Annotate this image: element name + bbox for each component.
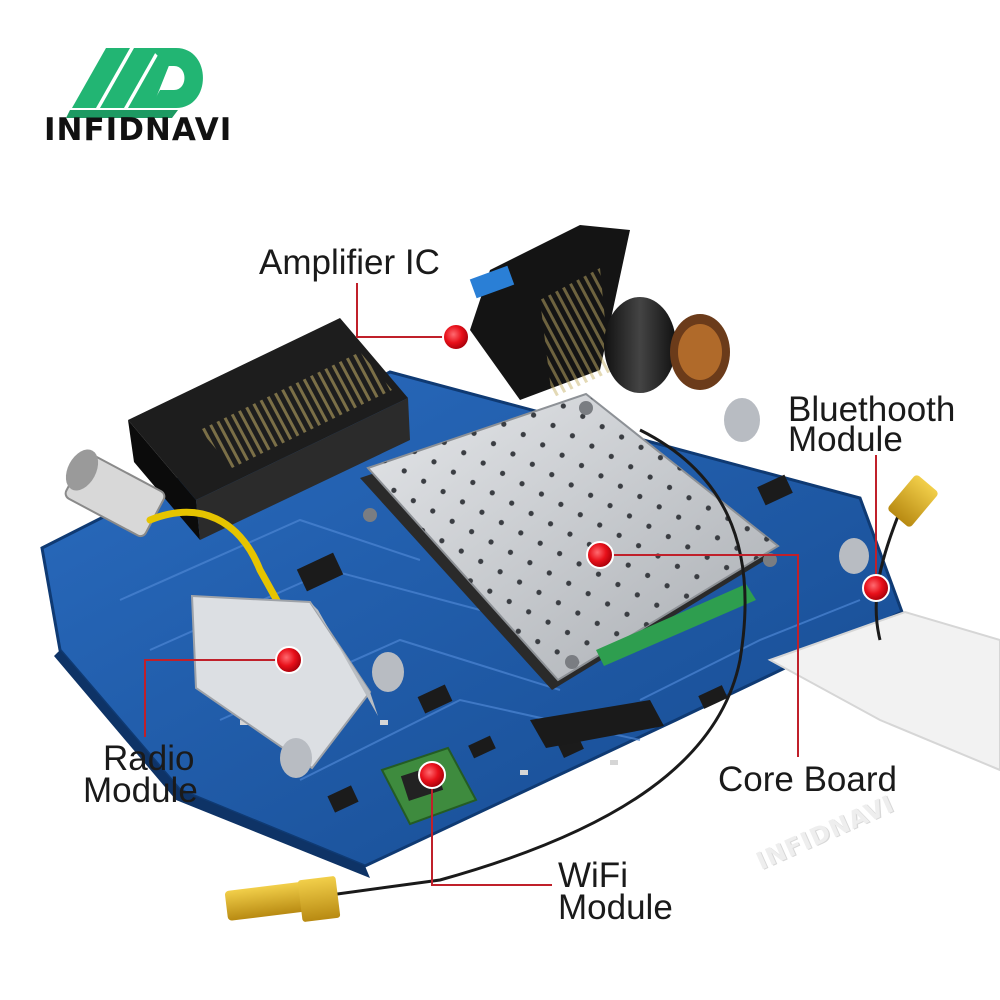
radio-label-line2: Module <box>83 771 198 810</box>
wifi-label-line2: Module <box>558 888 673 927</box>
radio-module-can <box>190 594 378 770</box>
sma-connector-right-icon <box>888 475 938 527</box>
radio-label-line1: Radio <box>103 739 195 778</box>
core-board-heatsink <box>360 392 780 690</box>
brand-name: INFIDNAVI <box>44 112 233 148</box>
sma-connector-icon <box>225 876 341 922</box>
power-section <box>280 225 869 778</box>
core-board-label: Core Board <box>718 760 897 799</box>
marker-dots <box>275 323 890 789</box>
brand-logo-icon <box>66 48 203 118</box>
amplifier-ic-label: Amplifier IC <box>259 243 440 282</box>
bluetooth-label-line2: Module <box>788 420 903 459</box>
wifi-label-line1: WiFi <box>558 856 628 895</box>
leader-lines <box>144 283 877 886</box>
bluetooth-label-line1: Bluethooth <box>788 390 956 429</box>
